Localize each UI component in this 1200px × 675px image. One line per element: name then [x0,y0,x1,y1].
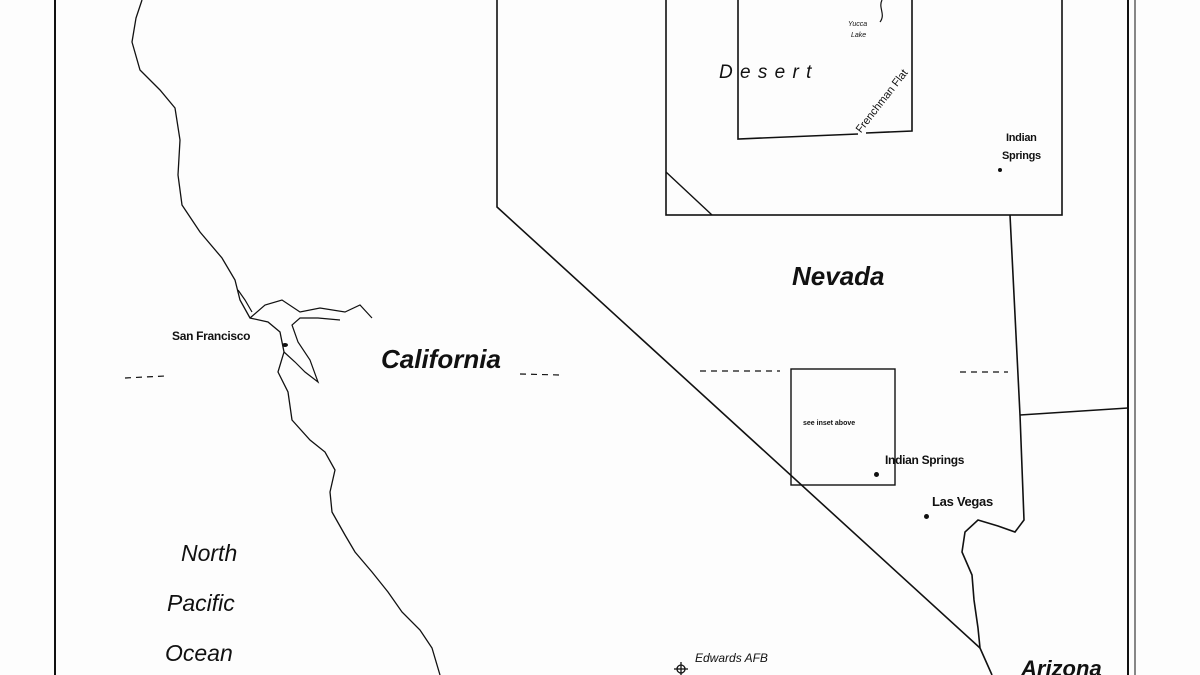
nevada-east-border [961,214,1025,675]
label-inset-springs: Springs [1002,150,1041,162]
inset-indian-springs-marker [998,168,1002,172]
indian-springs-marker [874,472,879,477]
label-edwards-afb: Edwards AFB [695,651,768,665]
label-arizona: Arizona [1021,656,1102,675]
label-lake: Lake [851,32,867,39]
utah-arizona-border [1019,407,1129,416]
see-inset-box [790,368,896,486]
label-yucca: Yucca [848,21,868,28]
inset-box [665,0,1063,216]
inset-inner-box-left [737,0,859,140]
las-vegas-marker [924,514,929,519]
bay-south-shore [283,317,341,384]
label-indian-springs: Indian Springs [885,453,965,467]
yucca-lake-shape [879,0,883,23]
label-california: California [381,344,501,374]
label-see-inset: see inset above [803,420,856,427]
label-las-vegas: Las Vegas [932,494,993,509]
label-ocean-ocean: Ocean [165,640,233,666]
label-san-francisco: San Francisco [172,329,251,343]
inset-corner-line [665,171,713,216]
bay-inlet [237,289,253,313]
inset-inner-box-right [865,0,913,134]
san-francisco-marker [282,343,288,347]
label-ocean-pacific: Pacific [167,590,235,616]
label-desert: D e s e r t [719,62,813,83]
label-nevada: Nevada [792,261,885,291]
nevada-west-border [496,0,981,649]
label-ocean-north: North [181,540,238,566]
state-line-dashes [124,370,1008,379]
label-inset-indian: Indian [1006,132,1037,144]
bay-north-shore [249,299,373,319]
edwards-afb-symbol [674,662,688,675]
